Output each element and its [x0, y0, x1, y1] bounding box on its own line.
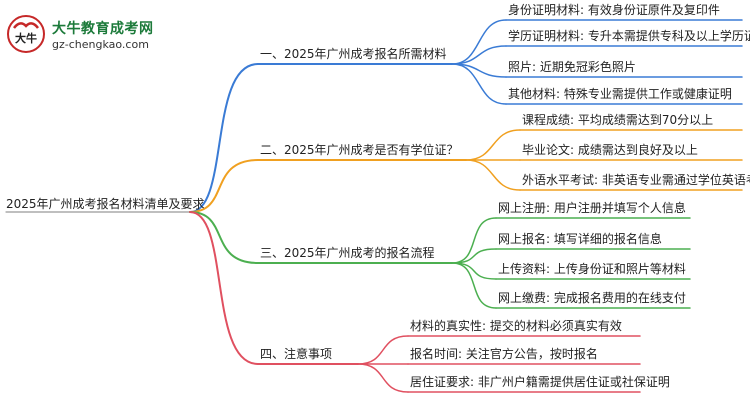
leaf-connector-1-1 [451, 19, 507, 65]
logo-url: gz-chengkao.com [52, 38, 149, 51]
leaf-node-2-2[interactable]: 毕业论文: 成绩需达到良好及以上 [522, 143, 698, 157]
leaf-node-3-2[interactable]: 网上报名: 填写详细的报名信息 [498, 232, 662, 246]
leaf-connector-2-3 [465, 159, 521, 191]
branch-connector-2 [189, 159, 259, 213]
root-node[interactable]: 2025年广州成考报名材料清单及要求 [6, 197, 205, 211]
leaf-node-3-3[interactable]: 上传资料: 上传身份证和照片等材料 [498, 262, 686, 276]
leaf-node-1-4[interactable]: 其他材料: 特殊专业需提供工作或健康证明 [508, 87, 732, 101]
leaf-connector-4-1 [357, 335, 409, 365]
leaf-node-1-2[interactable]: 学历证明材料: 专升本需提供专科及以上学历证书 [508, 29, 750, 43]
branch-connector-4 [189, 211, 259, 365]
leaf-node-1-3[interactable]: 照片: 近期免冠彩色照片 [508, 60, 636, 74]
leaf-connector-3-3 [451, 262, 497, 280]
leaf-node-3-1[interactable]: 网上注册: 用户注册并填写个人信息 [498, 201, 686, 215]
leaf-node-2-1[interactable]: 课程成绩: 平均成绩需达到70分以上 [522, 113, 714, 127]
leaf-node-4-1[interactable]: 材料的真实性: 提交的材料必须真实有效 [410, 319, 622, 333]
branch-node-1[interactable]: 一、2025年广州成考报名所需材料 [260, 47, 447, 61]
logo-badge-glyph: 大牛 [15, 31, 37, 45]
branch-node-4[interactable]: 四、注意事项 [260, 347, 333, 361]
leaf-connector-4-3 [357, 363, 409, 393]
leaf-connector-3-1 [451, 217, 497, 264]
leaf-connector-2-1 [465, 129, 521, 161]
leaf-connector-3-2 [451, 248, 497, 264]
leaf-connector-3-4 [451, 262, 497, 309]
leaf-node-4-2[interactable]: 报名时间: 关注官方公告，按时报名 [410, 347, 598, 361]
leaf-node-3-4[interactable]: 网上缴费: 完成报名费用的在线支付 [498, 291, 686, 305]
leaf-node-4-3[interactable]: 居住证要求: 非广州户籍需提供居住证或社保证明 [410, 375, 670, 389]
leaf-node-2-3[interactable]: 外语水平考试: 非英语专业需通过学位英语考试 [522, 173, 750, 187]
site-logo[interactable]: 大牛 大牛教育成考网 gz-chengkao.com [6, 12, 176, 56]
leaf-connector-1-4 [451, 63, 507, 105]
branch-node-2[interactable]: 二、2025年广州成考是否有学位证？ [260, 143, 459, 157]
logo-title: 大牛教育成考网 [52, 21, 154, 37]
branch-connector-3 [189, 211, 259, 264]
ox-logo-icon: 大牛 [7, 15, 45, 53]
leaf-node-1-1[interactable]: 身份证明材料: 有效身份证原件及复印件 [508, 3, 720, 17]
branch-connector-1 [189, 63, 259, 213]
branch-node-3[interactable]: 三、2025年广州成考的报名流程 [260, 246, 435, 260]
leaf-connector-1-2 [451, 45, 507, 65]
